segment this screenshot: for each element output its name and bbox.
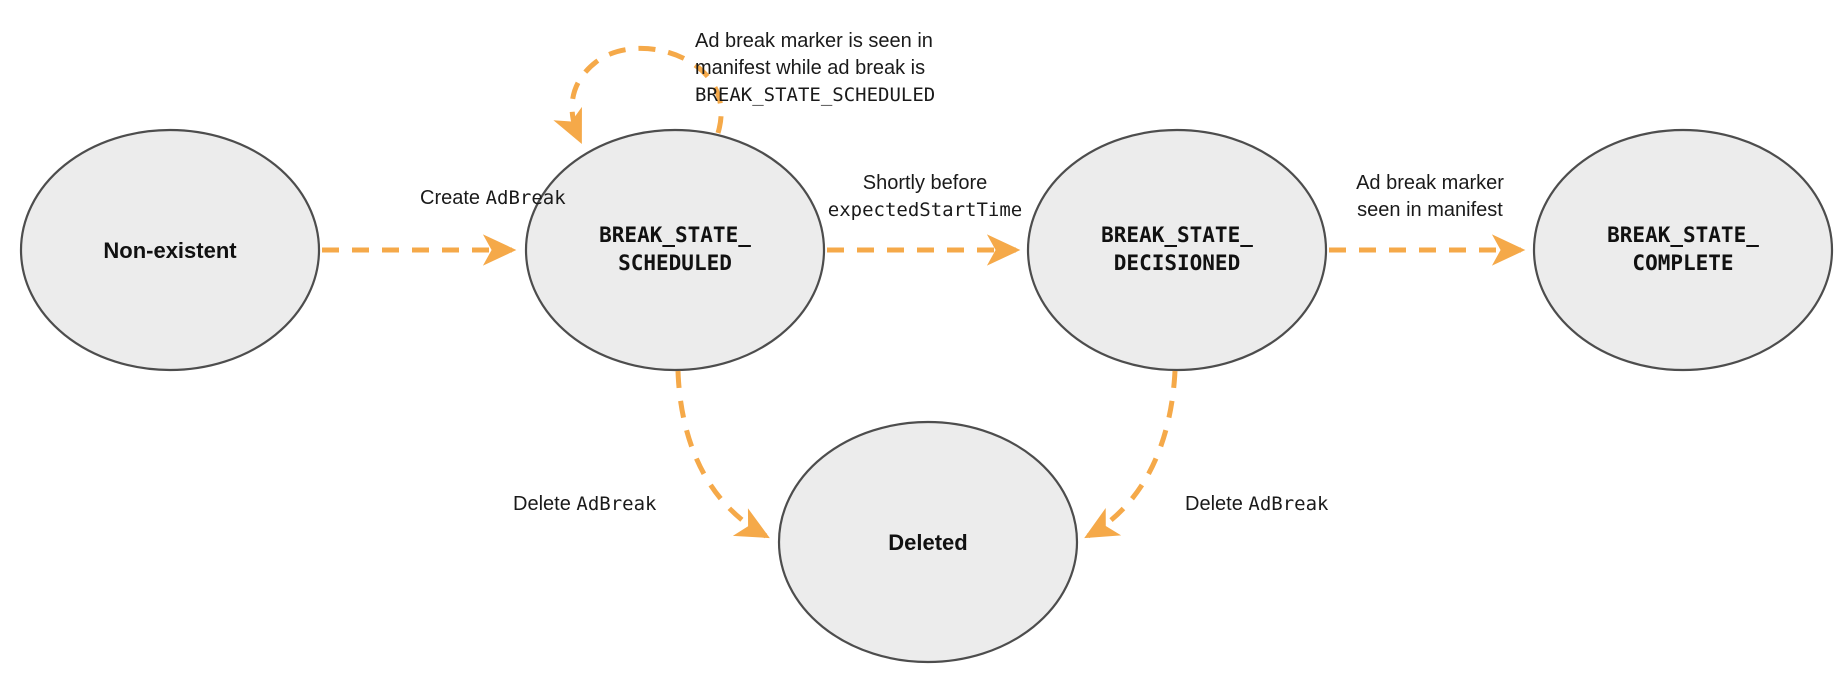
state-node-break-state-complete (1532, 128, 1834, 372)
edges-layer (322, 45, 1526, 539)
edge-label-segment: Ad break marker (1356, 172, 1504, 194)
state-node-non-existent (19, 128, 321, 372)
nodes-layer (19, 128, 1834, 664)
edge-ad-break-marker-seen-while-scheduled (553, 45, 724, 144)
edge-label-line: Ad break marker (1356, 170, 1504, 197)
edge-label-delete-adbreak-from-scheduled: Delete AdBreak (513, 491, 656, 518)
edge-label-segment: Ad break marker is seen in (695, 30, 933, 52)
edge-label-segment: Shortly before (862, 172, 988, 194)
edge-label-segment: BREAK_STATE_SCHEDULED (695, 84, 936, 106)
edge-label-line: Ad break marker is seen in (695, 28, 935, 55)
edge-label-line: Shortly before (828, 170, 1022, 197)
edge-label-create-adbreak: Create AdBreak (420, 185, 566, 212)
edge-delete-adbreak-from-scheduled (675, 370, 770, 539)
edge-label-line: Delete AdBreak (1185, 491, 1328, 518)
edge-label-line: expectedStartTime (828, 197, 1022, 224)
edge-label-line: Delete AdBreak (513, 491, 656, 518)
edge-label-segment: Create (420, 187, 486, 209)
edge-label-segment: seen in manifest (1357, 199, 1503, 221)
edge-label-shortly-before-expected-start-time: Shortly before expectedStartTime (828, 170, 1022, 224)
state-node-break-state-scheduled (524, 128, 826, 372)
state-node-deleted (777, 420, 1079, 664)
edge-label-line: manifest while ad break is (695, 55, 935, 82)
edge-label-segment: AdBreak (576, 493, 657, 515)
edge-label-line: BREAK_STATE_SCHEDULED (695, 82, 935, 109)
edge-label-segment: expectedStartTime (827, 199, 1023, 221)
edge-delete-adbreak-from-decisioned (1084, 370, 1178, 539)
edge-label-ad-break-marker-seen-in-manifest: Ad break marker seen in manifest (1356, 170, 1504, 224)
edge-label-segment: AdBreak (485, 187, 566, 209)
edge-label-line: Create AdBreak (420, 185, 566, 212)
state-node-break-state-decisioned (1026, 128, 1328, 372)
edge-label-segment: manifest while ad break is (695, 57, 926, 79)
edge-label-line: seen in manifest (1356, 197, 1504, 224)
edge-label-segment: AdBreak (1248, 493, 1329, 515)
edge-label-segment: Delete (513, 493, 577, 515)
edge-label-delete-adbreak-from-decisioned: Delete AdBreak (1185, 491, 1328, 518)
edge-label-ad-break-marker-seen-while-scheduled: Ad break marker is seen in manifest while… (695, 28, 935, 109)
edge-label-segment: Delete (1185, 493, 1249, 515)
